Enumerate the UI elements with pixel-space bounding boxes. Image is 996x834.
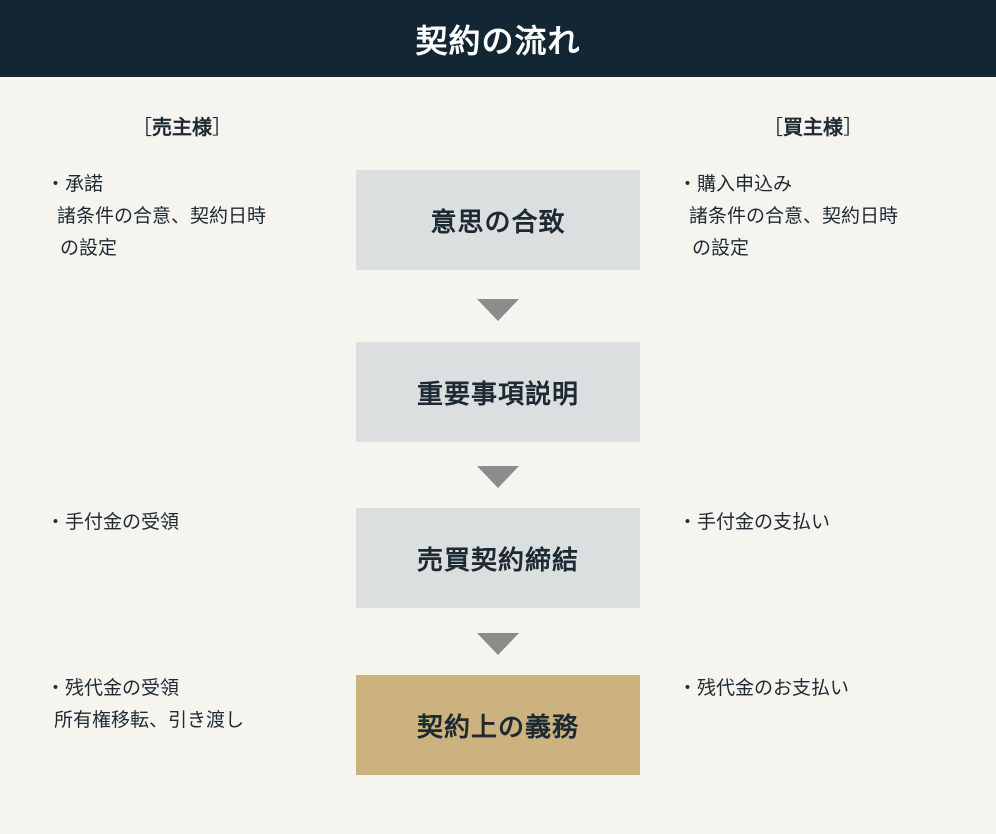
seller-column-header: ［売主様］ <box>132 115 232 139</box>
flow-arrow-3 <box>477 633 519 655</box>
step-box-obligations: 契約上の義務 <box>356 675 640 775</box>
diagram-title: 契約の流れ <box>0 0 996 77</box>
seller-step3-note: ・手付金の受領 <box>46 511 180 533</box>
flow-arrow-1 <box>477 299 519 321</box>
buyer-step3-note: ・手付金の支払い <box>678 511 831 533</box>
buyer-step1-note: ・購入申込み 諸条件の合意、契約日時 の設定 <box>678 173 899 259</box>
step-box-contract: 売買契約締結 <box>356 508 640 608</box>
seller-step1-note: ・承諾 諸条件の合意、契約日時 の設定 <box>46 173 267 259</box>
seller-step4-note: ・残代金の受領 所有権移転、引き渡し <box>46 677 245 731</box>
step-box-agreement: 意思の合致 <box>356 170 640 270</box>
flow-arrow-2 <box>477 466 519 488</box>
buyer-step4-note: ・残代金のお支払い <box>678 677 850 699</box>
buyer-column-header: ［買主様］ <box>763 115 863 139</box>
step-box-explanation: 重要事項説明 <box>356 342 640 442</box>
